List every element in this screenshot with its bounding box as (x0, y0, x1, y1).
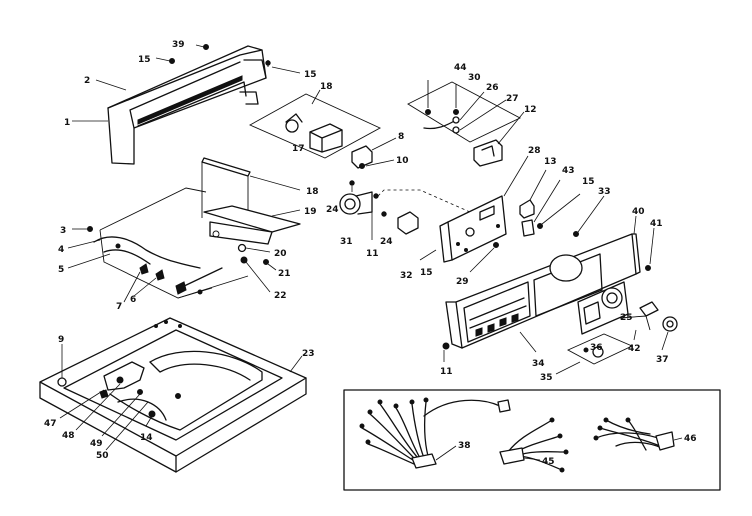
callout-31: 31 (340, 237, 353, 247)
callout-26: 26 (486, 83, 499, 93)
callout-8: 8 (398, 132, 404, 142)
callout-19: 19 (304, 207, 317, 217)
callout-20: 20 (274, 249, 287, 259)
callout-7: 7 (116, 302, 122, 312)
callout-11: 11 (366, 249, 379, 259)
callout-41: 41 (650, 219, 663, 229)
callout-40: 40 (632, 207, 645, 217)
control-panel-34 (442, 233, 637, 362)
callout-1: 1 (64, 118, 70, 128)
leader-7 (123, 271, 141, 303)
callout-45: 45 (542, 457, 555, 467)
callout-21: 21 (278, 269, 291, 279)
callout-29: 29 (456, 277, 469, 287)
screw-15-left (155, 57, 175, 64)
support-panel-19 (201, 162, 301, 245)
callout-12: 12 (524, 105, 537, 115)
dial-panel-parts (555, 215, 678, 375)
callout-18: 18 (306, 187, 319, 197)
callout-13: 13 (544, 157, 557, 167)
callout-27: 27 (506, 94, 519, 104)
callout-48: 48 (62, 431, 75, 441)
bracket-18 (201, 157, 301, 191)
callout-10: 10 (396, 156, 409, 166)
callout-25: 25 (620, 313, 633, 323)
callout-34: 34 (532, 359, 545, 369)
switch-parts-middle (339, 137, 471, 240)
leader-5 (67, 253, 111, 269)
small-parts-20-22 (237, 243, 277, 293)
leader-4 (67, 239, 101, 249)
callout-labels: 39 15 15 2 1 18 17 18 19 3 4 5 7 6 20 21… (44, 40, 697, 467)
callout-14: 14 (140, 433, 153, 443)
callout-2: 2 (84, 76, 90, 86)
callout-46: 46 (684, 434, 697, 444)
callout-24: 24 (380, 237, 393, 247)
callout-9: 9 (58, 335, 64, 345)
callout-33: 33 (598, 187, 611, 197)
wiring-harness-box (343, 389, 721, 491)
callout-15: 15 (582, 177, 595, 187)
leader-6 (133, 277, 157, 297)
callout-15: 15 (420, 268, 433, 278)
callout-35: 35 (540, 373, 553, 383)
callout-36: 36 (590, 343, 603, 353)
callout-3: 3 (60, 226, 66, 236)
callout-17: 17 (292, 144, 305, 154)
callout-6: 6 (130, 295, 136, 305)
screw-39 (195, 44, 209, 50)
callout-22: 22 (274, 291, 287, 301)
callout-50: 50 (96, 451, 109, 461)
callout-15: 15 (138, 55, 151, 65)
washer-top-23 (39, 317, 307, 473)
callout-23: 23 (302, 349, 315, 359)
callout-4: 4 (58, 245, 64, 255)
timer-motor-group (248, 89, 382, 159)
control-bracket (419, 155, 529, 273)
knob-parts (519, 169, 605, 237)
callout-39: 39 (172, 40, 185, 50)
callout-11: 11 (440, 367, 453, 377)
screw-15-right (265, 60, 301, 74)
harness-45 (499, 417, 569, 473)
callout-32: 32 (400, 271, 413, 281)
callout-15: 15 (304, 70, 317, 80)
callout-37: 37 (656, 355, 669, 365)
harness-46 (593, 417, 683, 451)
callout-43: 43 (562, 166, 575, 176)
callout-30: 30 (468, 73, 481, 83)
callout-47: 47 (44, 419, 57, 429)
callout-44: 44 (454, 63, 467, 73)
callout-49: 49 (90, 439, 103, 449)
leader-2 (95, 79, 127, 91)
console-cover-part (107, 45, 267, 165)
callout-18: 18 (320, 82, 333, 92)
top-right-small-parts (407, 80, 525, 167)
base-plate (87, 187, 249, 299)
callout-24: 24 (326, 205, 339, 215)
callout-5: 5 (58, 265, 64, 275)
callout-28: 28 (528, 146, 541, 156)
harness-38 (359, 397, 511, 469)
callout-42: 42 (628, 344, 641, 354)
callout-38: 38 (458, 441, 471, 451)
